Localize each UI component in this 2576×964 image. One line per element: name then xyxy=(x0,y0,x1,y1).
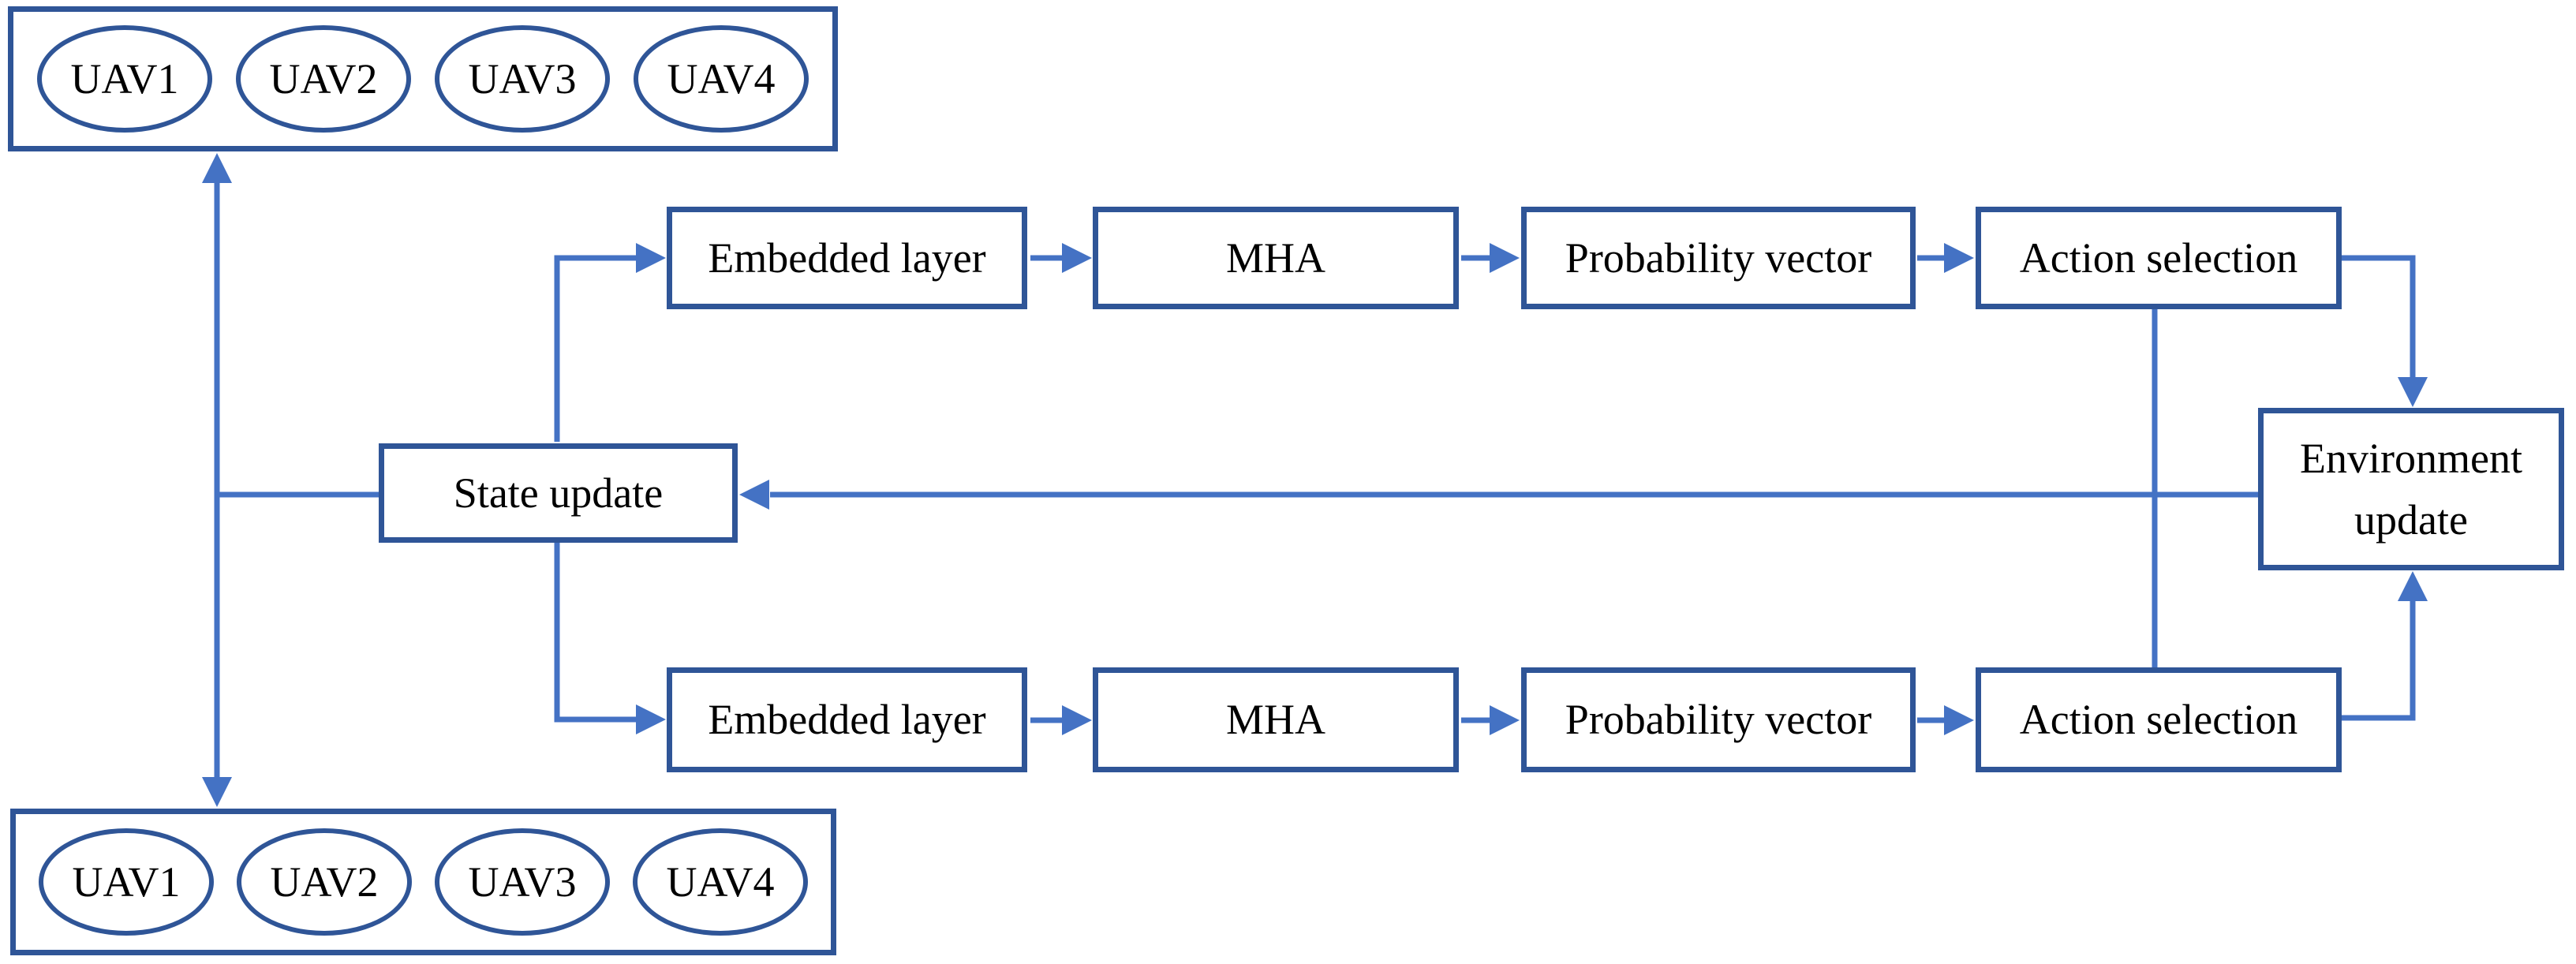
action-bottom-to-environment-line xyxy=(2340,601,2416,721)
uav3-top-label: UAV3 xyxy=(468,55,577,103)
arrowhead-into-action-top xyxy=(1944,243,1974,273)
probability-vector-bottom-box: Probability vector xyxy=(1521,667,1916,772)
action-selection-top-label: Action selection xyxy=(2019,234,2298,282)
arrowhead-up-to-uav-top xyxy=(202,153,232,183)
arrowhead-into-probability-bottom xyxy=(1490,705,1520,735)
arrowhead-into-mha-bottom xyxy=(1062,705,1092,735)
uav-group-bottom-box: UAV1 UAV2 UAV3 UAV4 xyxy=(10,809,836,955)
uav1-bottom-label: UAV1 xyxy=(72,858,181,906)
arrowhead-into-state-update xyxy=(739,480,769,510)
action-selection-bottom-box: Action selection xyxy=(1976,667,2342,772)
uav4-bottom-ellipse: UAV4 xyxy=(633,828,808,936)
uav1-top-label: UAV1 xyxy=(70,55,179,103)
uav1-top-ellipse: UAV1 xyxy=(37,25,212,133)
uav3-bottom-ellipse: UAV3 xyxy=(435,828,610,936)
arrowhead-into-embedded-bottom xyxy=(636,704,666,734)
probability-vector-bottom-label: Probability vector xyxy=(1565,696,1872,744)
uav1-bottom-ellipse: UAV1 xyxy=(39,828,214,936)
embedded-layer-top-box: Embedded layer xyxy=(667,207,1027,309)
uav4-top-label: UAV4 xyxy=(667,55,776,103)
mha-bottom-label: MHA xyxy=(1225,696,1325,744)
arrowhead-into-mha-top xyxy=(1062,243,1092,273)
environment-update-label-line1: Environment xyxy=(2300,434,2522,482)
environment-update-label-line2: update xyxy=(2354,496,2468,544)
uav3-top-ellipse: UAV3 xyxy=(435,25,610,133)
uav2-top-ellipse: UAV2 xyxy=(236,25,411,133)
mha-top-label: MHA xyxy=(1225,234,1325,282)
state-update-label: State update xyxy=(453,469,664,517)
arrowhead-down-to-uav-bottom xyxy=(202,777,232,807)
action-selection-top-box: Action selection xyxy=(1976,207,2342,309)
state-update-to-embedded-bottom-line xyxy=(554,541,636,723)
uav2-bottom-label: UAV2 xyxy=(270,858,379,906)
arrowhead-down-into-environment xyxy=(2398,377,2428,407)
arrowhead-into-probability-top xyxy=(1490,243,1520,273)
state-update-to-embedded-top-line xyxy=(554,255,636,442)
action-selection-bottom-label: Action selection xyxy=(2019,696,2298,744)
embedded-layer-top-label: Embedded layer xyxy=(708,234,986,282)
arrowhead-into-action-bottom xyxy=(1944,705,1974,735)
probability-vector-top-label: Probability vector xyxy=(1565,234,1872,282)
uav4-bottom-label: UAV4 xyxy=(666,858,775,906)
embedded-layer-bottom-box: Embedded layer xyxy=(667,667,1027,772)
arrowhead-up-into-environment xyxy=(2398,571,2428,601)
environment-update-box: Environment update xyxy=(2258,408,2564,570)
state-update-box: State update xyxy=(379,443,738,543)
mha-bottom-box: MHA xyxy=(1093,667,1459,772)
uav4-top-ellipse: UAV4 xyxy=(634,25,809,133)
uav2-top-label: UAV2 xyxy=(269,55,378,103)
uav3-bottom-label: UAV3 xyxy=(468,858,577,906)
mha-top-box: MHA xyxy=(1093,207,1459,309)
arrowhead-into-embedded-top xyxy=(636,243,666,273)
probability-vector-top-box: Probability vector xyxy=(1521,207,1916,309)
uav-group-top-box: UAV1 UAV2 UAV3 UAV4 xyxy=(8,6,838,151)
uav2-bottom-ellipse: UAV2 xyxy=(237,828,412,936)
action-top-to-environment-line xyxy=(2340,255,2416,377)
embedded-layer-bottom-label: Embedded layer xyxy=(708,696,986,744)
